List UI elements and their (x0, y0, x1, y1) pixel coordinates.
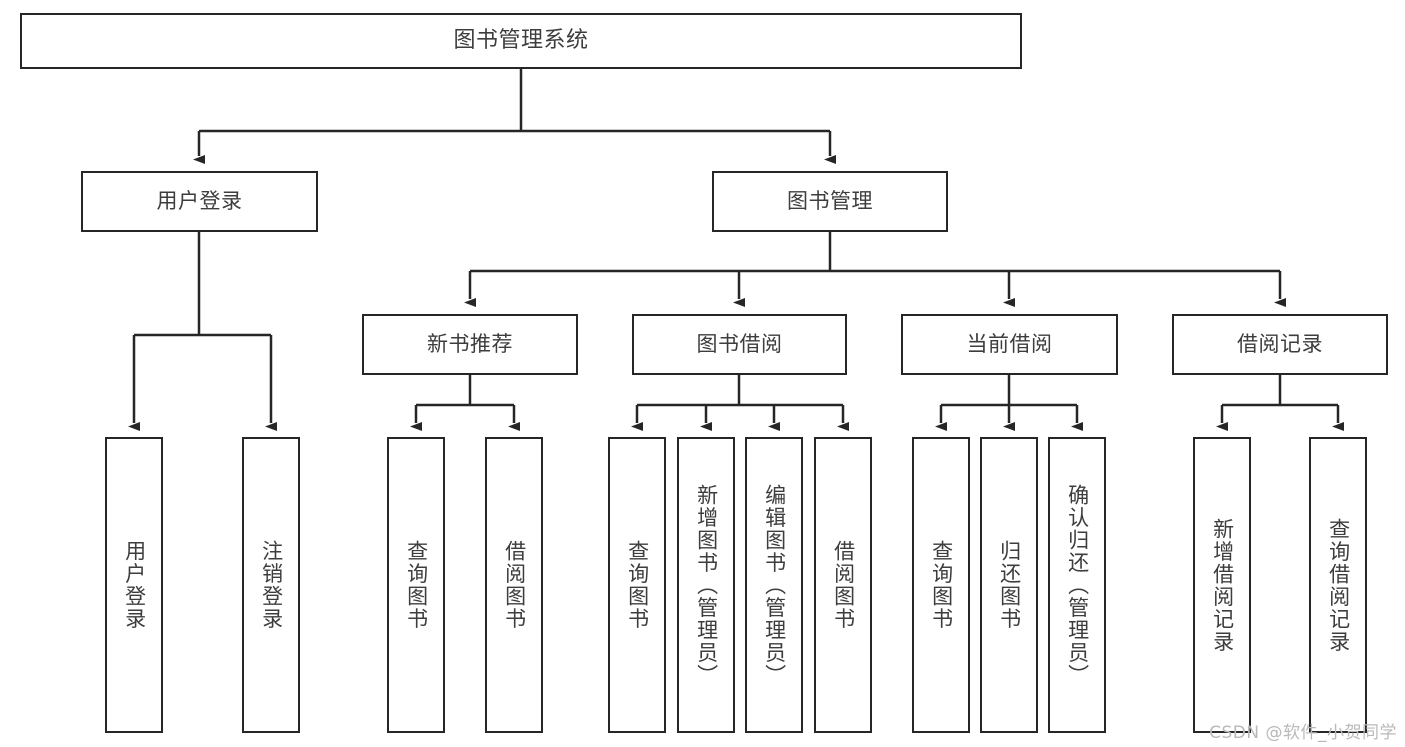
node-leaf-add-book[interactable]: 新增图书（管理员） (677, 437, 735, 733)
node-leaf-add-record[interactable]: 新增借阅记录 (1193, 437, 1251, 733)
node-leaf-confirm-return-label: 确认归还（管理员） (1065, 483, 1090, 687)
node-root[interactable]: 图书管理系统 (20, 13, 1022, 69)
node-leaf-borrow-book-1-label: 借阅图书 (502, 540, 527, 630)
node-leaf-query-book-2-label: 查询图书 (625, 540, 650, 630)
watermark: CSDN @软件_小贺同学 (1209, 723, 1397, 743)
node-leaf-logout-label: 注销登录 (259, 540, 284, 630)
node-book-borrow[interactable]: 图书借阅 (632, 314, 847, 375)
node-leaf-user-login-label: 用户登录 (122, 540, 147, 630)
node-leaf-query-book-3-label: 查询图书 (929, 540, 954, 630)
node-leaf-borrow-book-1[interactable]: 借阅图书 (485, 437, 543, 733)
node-leaf-edit-book-label: 编辑图书（管理员） (762, 483, 787, 687)
node-root-label: 图书管理系统 (453, 27, 589, 53)
node-leaf-query-record[interactable]: 查询借阅记录 (1309, 437, 1367, 733)
node-leaf-return-book-label: 归还图书 (997, 540, 1022, 630)
node-leaf-add-book-label: 新增图书（管理员） (694, 483, 719, 687)
node-leaf-query-book-3[interactable]: 查询图书 (912, 437, 970, 733)
node-leaf-logout[interactable]: 注销登录 (242, 437, 300, 733)
node-new-book-recommend-label: 新书推荐 (427, 331, 513, 356)
node-book-borrow-label: 图书借阅 (696, 331, 783, 356)
node-leaf-confirm-return[interactable]: 确认归还（管理员） (1048, 437, 1106, 733)
node-leaf-add-record-label: 新增借阅记录 (1210, 517, 1235, 653)
node-borrow-record-label: 借阅记录 (1237, 331, 1323, 356)
node-leaf-query-record-label: 查询借阅记录 (1326, 517, 1351, 653)
node-leaf-user-login[interactable]: 用户登录 (105, 437, 163, 733)
node-current-borrow[interactable]: 当前借阅 (901, 314, 1118, 375)
node-leaf-return-book[interactable]: 归还图书 (980, 437, 1038, 733)
node-leaf-query-book-1[interactable]: 查询图书 (387, 437, 445, 733)
node-leaf-query-book-1-label: 查询图书 (404, 540, 429, 630)
node-borrow-record[interactable]: 借阅记录 (1172, 314, 1388, 375)
node-user-login-label: 用户登录 (156, 188, 243, 213)
node-leaf-query-book-2[interactable]: 查询图书 (608, 437, 666, 733)
node-book-manage[interactable]: 图书管理 (712, 171, 948, 232)
node-current-borrow-label: 当前借阅 (966, 331, 1053, 356)
node-leaf-borrow-book-2[interactable]: 借阅图书 (814, 437, 872, 733)
node-leaf-edit-book[interactable]: 编辑图书（管理员） (745, 437, 803, 733)
node-new-book-recommend[interactable]: 新书推荐 (362, 314, 578, 375)
node-book-manage-label: 图书管理 (787, 188, 873, 213)
node-user-login[interactable]: 用户登录 (81, 171, 318, 232)
node-leaf-borrow-book-2-label: 借阅图书 (831, 540, 856, 630)
